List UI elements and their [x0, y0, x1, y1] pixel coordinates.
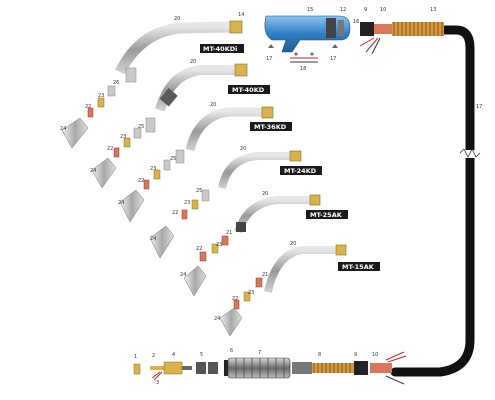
- model-tag-mt24kd: MT-24KD: [280, 166, 322, 175]
- main-cable: [390, 25, 481, 377]
- label-25-3: 25: [170, 156, 176, 162]
- label-9-top: 9: [364, 7, 367, 13]
- label-21-6: 21: [262, 272, 268, 278]
- neck-mt25ak: [234, 196, 310, 234]
- label-15: 15: [307, 7, 313, 13]
- label-22-2: 22: [107, 146, 113, 152]
- front-parts-set-5: [183, 235, 229, 297]
- copper-ferrule: [374, 24, 392, 34]
- bottom-copper-ferrule: [370, 363, 392, 373]
- front-parts-set-4: [149, 189, 210, 259]
- euro-connector-assembly: [133, 357, 312, 381]
- model-tag-mt36kd: MT-36KD: [250, 122, 292, 131]
- label-2: 2: [152, 353, 155, 359]
- label-24-6: 24: [214, 316, 220, 322]
- label-23-3: 23: [150, 166, 156, 172]
- label-20-e: 20: [262, 191, 268, 197]
- label-25-4: 25: [196, 188, 202, 194]
- label-17-a: 17: [266, 56, 272, 62]
- front-parts-set-6: [219, 277, 263, 337]
- model-tag-mt15ak: MT-15AK: [338, 262, 380, 271]
- label-8: 8: [318, 352, 321, 358]
- label-24-2: 24: [90, 168, 96, 174]
- model-tag-mt40kdi: MT-40KDi: [200, 44, 244, 53]
- model-tag-mt25ak: MT-25AK: [306, 210, 348, 219]
- label-16: 16: [353, 19, 359, 25]
- svg-text:MT-36KD: MT-36KD: [254, 123, 287, 131]
- model-tag-mt40kd: MT-40KD: [228, 85, 270, 94]
- label-5: 5: [200, 352, 203, 358]
- bottom-cable-sleeve: [354, 361, 368, 375]
- label-3: 3: [156, 380, 159, 386]
- svg-text:MT-24KD: MT-24KD: [284, 167, 317, 175]
- neck-mt36kd: [185, 107, 262, 152]
- label-24-4: 24: [150, 236, 156, 242]
- label-9: 9: [354, 352, 357, 358]
- label-22-4: 22: [172, 210, 178, 216]
- cable-spring-bottom: [312, 363, 354, 373]
- front-parts-set-2: [91, 117, 156, 189]
- label-14: 14: [238, 12, 244, 18]
- rear-connector: [360, 22, 374, 36]
- label-23-4: 23: [184, 200, 190, 206]
- label-23-1: 23: [98, 93, 104, 99]
- label-17-b: 17: [330, 56, 336, 62]
- front-parts-set-1: [61, 67, 137, 149]
- label-25-2: 25: [138, 124, 144, 130]
- label-23-6: 23: [248, 290, 254, 296]
- label-7: 7: [258, 350, 261, 356]
- svg-text:MT-40KDi: MT-40KDi: [203, 45, 237, 53]
- neck-mt15ak: [264, 246, 336, 293]
- label-20: 20: [174, 16, 180, 22]
- label-20-f: 20: [290, 241, 296, 247]
- label-23-2: 23: [120, 134, 126, 140]
- handle-mt40kdi: [264, 15, 351, 53]
- label-20-d: 20: [240, 146, 246, 152]
- neck-mt40kdi: [115, 21, 231, 75]
- label-23-5: 23: [216, 242, 222, 248]
- neck-mt24kd: [218, 152, 290, 189]
- label-20-c: 20: [210, 102, 216, 108]
- label-10-top: 10: [380, 7, 386, 13]
- svg-text:MT-40KD: MT-40KD: [232, 86, 265, 94]
- label-20-b: 20: [190, 59, 196, 65]
- label-24-1: 24: [60, 126, 66, 132]
- neck-mt40kd: [155, 65, 235, 112]
- label-17-cable: 17: [476, 104, 482, 110]
- label-22-1: 22: [85, 104, 91, 110]
- label-6: 6: [230, 348, 233, 354]
- cable-spring-top: [392, 22, 444, 36]
- label-21-5: 21: [226, 230, 232, 236]
- label-18: 18: [300, 66, 306, 72]
- label-12: 12: [340, 7, 346, 13]
- label-24-5: 24: [180, 272, 186, 278]
- label-22-6: 22: [232, 296, 238, 302]
- label-22-3: 22: [138, 178, 144, 184]
- front-parts-set-3: [119, 149, 185, 223]
- brass-fitting: [229, 20, 243, 34]
- trigger-parts: [268, 44, 338, 63]
- label-24-3: 24: [118, 200, 124, 206]
- label-1: 1: [134, 354, 137, 360]
- label-26-1: 26: [113, 80, 119, 86]
- label-22-5: 22: [196, 246, 202, 252]
- label-13: 13: [430, 7, 436, 13]
- label-10: 10: [372, 352, 378, 358]
- label-4: 4: [172, 352, 175, 358]
- svg-text:MT-25AK: MT-25AK: [310, 211, 343, 219]
- svg-text:MT-15AK: MT-15AK: [342, 263, 375, 271]
